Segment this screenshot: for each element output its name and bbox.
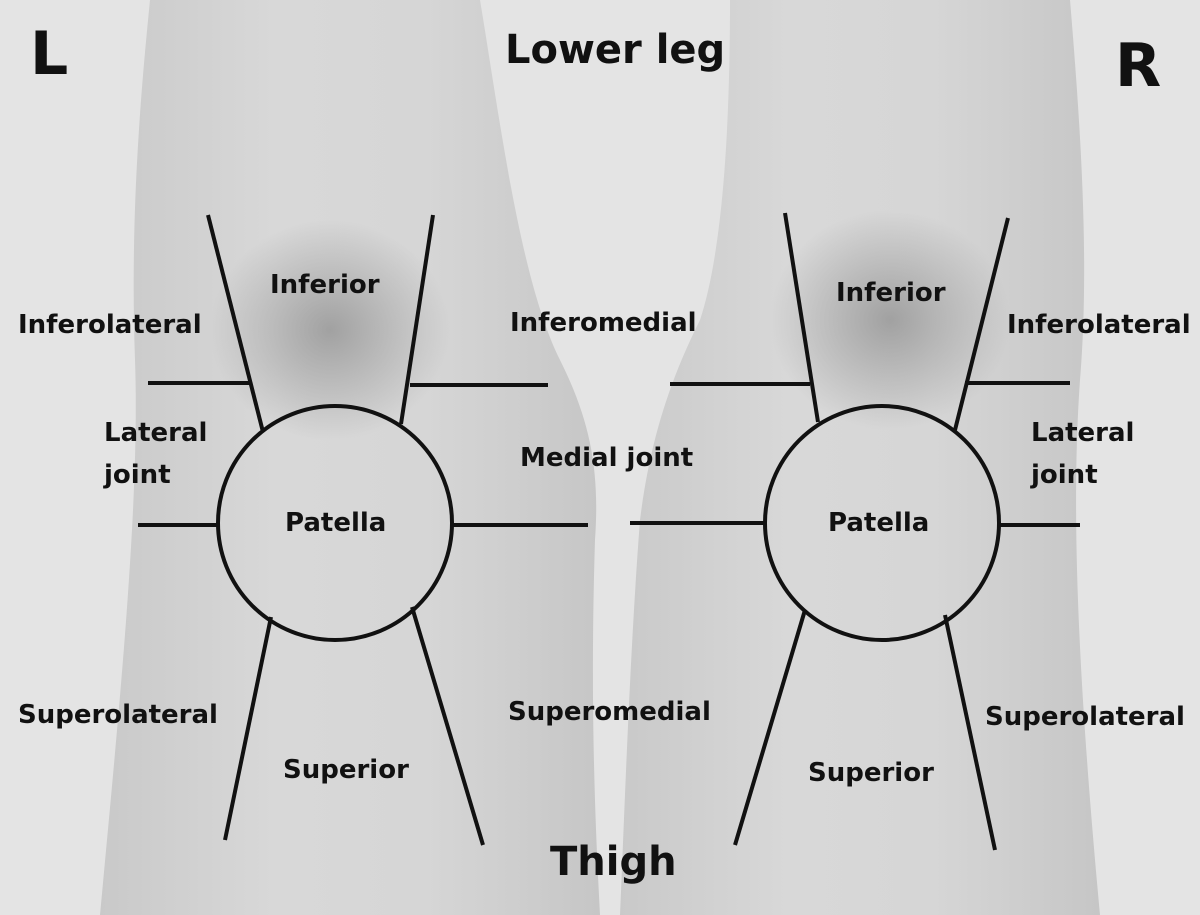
right-superolateral-label: Superolateral (985, 702, 1185, 732)
right-lateral-joint-label-line2: joint (1031, 460, 1098, 490)
right-patella-label: Patella (828, 508, 930, 538)
lower-leg-heading: Lower leg (505, 27, 726, 73)
right-lateral-joint-label-line1: Lateral (1031, 418, 1135, 448)
left-knee-shadow (210, 220, 450, 440)
left-medial-joint-label: Medial joint (520, 443, 694, 473)
left-superomedial-label: Superomedial (508, 697, 711, 727)
left-superior-medial-divider (410, 606, 485, 846)
left-patella-label: Patella (285, 508, 387, 538)
right-leg-silhouette (620, 0, 1100, 915)
right-inferolateral-label: Inferolateral (1007, 310, 1191, 340)
right-knee-shadow (770, 210, 1010, 430)
right-inferior-lateral-divider (953, 217, 1010, 431)
left-inferolateral-label: Inferolateral (18, 310, 202, 340)
right-superior-medial-divider (733, 609, 807, 846)
thigh-heading: Thigh (550, 839, 677, 885)
left-lateral-joint-label-line2: joint (104, 460, 171, 490)
left-lateral-joint-label-line1: Lateral (104, 418, 208, 448)
left-superior-label: Superior (283, 755, 409, 785)
right-superior-label: Superior (808, 758, 934, 788)
left-superolateral-label: Superolateral (18, 700, 218, 730)
left-side-marker: L (30, 19, 69, 89)
left-leg-silhouette (100, 0, 600, 915)
left-superior-lateral-divider (223, 616, 273, 841)
left-inferior-label: Inferior (270, 270, 380, 300)
right-superior-lateral-divider (943, 614, 997, 851)
left-inferomedial-label: Inferomedial (510, 308, 697, 338)
right-inferior-medial-divider (783, 212, 820, 423)
right-inferior-label: Inferior (836, 278, 946, 308)
left-inferior-lateral-divider (206, 214, 265, 433)
left-inferior-medial-divider (399, 214, 435, 425)
right-side-marker: R (1115, 31, 1162, 101)
